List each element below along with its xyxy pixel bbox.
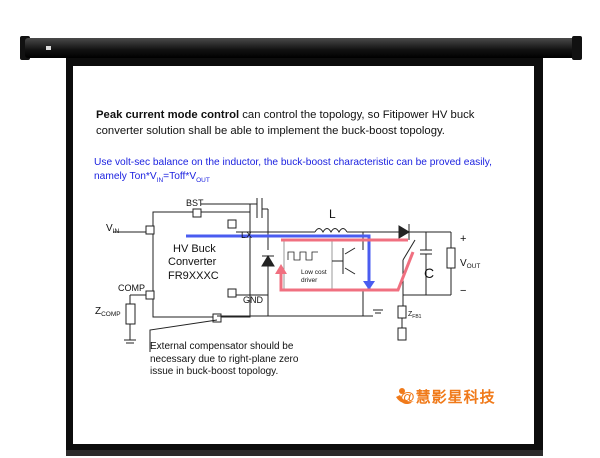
watermark-logo-icon [396,388,414,404]
driver-box [283,240,333,290]
label-bst: BST [186,198,204,208]
zfb-resistor-lower [397,327,407,341]
screen-bar-cap-right [572,36,582,60]
zfb-resistor [397,305,407,319]
label-vout: VOUT [460,258,480,270]
pin-vin [145,225,155,235]
inductor-symbol [314,228,348,234]
projector-screen-bottom [66,450,543,456]
pin-gnd [227,288,237,298]
ic-label-line3: FR9XXXC [168,270,219,282]
label-plus: + [460,233,466,245]
slide-heading: Peak current mode control can control th… [96,108,496,139]
blue-current-path [186,234,371,290]
note-sub-out: OUT [196,176,210,184]
pwm-waveform [287,251,318,261]
pin-lx [227,219,237,229]
vout-load [446,247,456,269]
note-sub-in: IN [156,176,164,184]
heading-rest: can control the topology, so Fitipower H… [96,109,475,137]
label-minus: − [460,285,466,297]
label-capacitor: C [424,265,434,281]
label-zfb: ZFB1 [408,311,422,320]
note-text: Use volt-sec balance on the inductor, th… [94,157,492,182]
pin-bottom [212,313,222,323]
label-inductor: L [329,207,336,221]
pin-bst [192,208,202,218]
zcomp-resistor [125,303,136,325]
label-lx: LX [241,230,252,240]
label-gnd: GND [243,295,264,305]
diode-right [398,225,410,239]
heading-bold: Peak current mode control [96,109,240,121]
compensator-callout: External compensator should be necessary… [150,341,299,377]
label-comp: COMP [118,283,145,293]
driver-label-line2: driver [301,277,318,284]
screen-indicator [46,46,51,50]
pin-comp [145,290,155,300]
buck-boost-circuit: VIN BST LX COMP GND ZCOMP HV Buck Conver… [95,198,480,344]
ic-label-line2: Converter [168,256,217,268]
red-arrow-head [275,264,287,274]
blue-arrow-head [363,281,375,290]
watermark-text: @慧影星科技 [400,389,496,406]
ic-label-line1: HV Buck [173,243,216,255]
driver-label-line1: Low cost [301,269,327,276]
label-vin: VIN [106,223,119,235]
projector-screen-bar [25,38,580,58]
label-zcomp: ZCOMP [95,306,121,318]
volt-sec-note: Use volt-sec balance on the inductor, th… [94,156,514,187]
note-text-mid: =Toff*V [163,170,197,182]
diode-freewheel [261,255,275,267]
red-current-path [279,251,415,292]
